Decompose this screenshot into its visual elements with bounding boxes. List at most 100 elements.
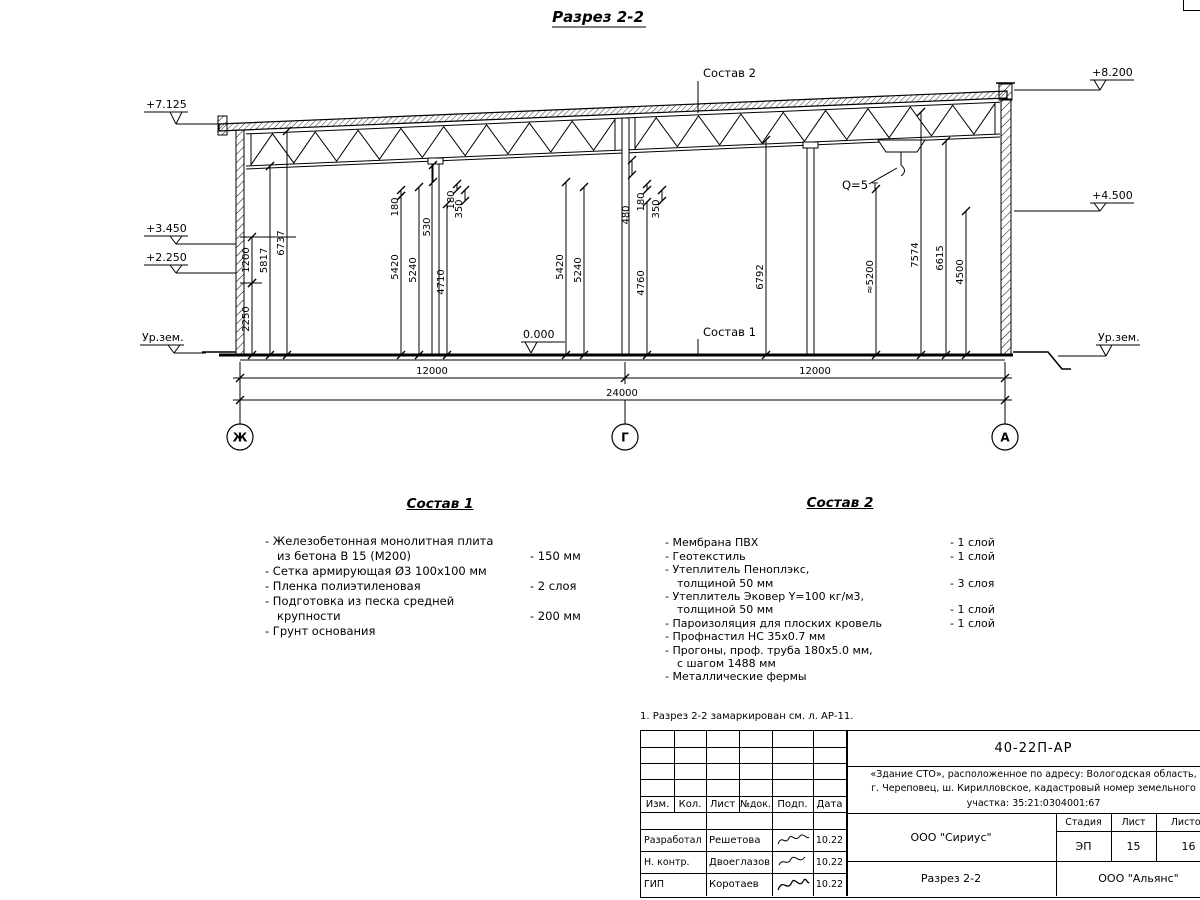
- signature: [772, 851, 813, 873]
- elevation-arrow: [1099, 344, 1107, 357]
- elevation-arrow: [1099, 79, 1107, 91]
- composition-1: Состав 1 - Железобетонная монолитная пли…: [265, 497, 615, 639]
- spec-item-value: - 1 слой: [950, 603, 995, 617]
- column-center: [621, 117, 630, 356]
- tb-date: 10.22: [815, 856, 844, 868]
- spec-item: - Геотекстиль- 1 слой: [665, 550, 1015, 563]
- column: [431, 157, 440, 356]
- tb-stage-value: ЭП: [1075, 839, 1092, 853]
- column-head: [802, 141, 819, 149]
- tb-address-line: участка: 35:21:0304001:67: [966, 797, 1101, 809]
- dim-tick: [265, 350, 275, 360]
- truss-web: [250, 119, 616, 166]
- elevation-arrow: [175, 235, 183, 245]
- title-block: Изм. Кол. Лист №док. Подп. Дата Разработ…: [640, 730, 1200, 898]
- tb-project-address: «Здание СТО», расположенное по адресу: В…: [846, 766, 1200, 813]
- dim-text: 12000: [799, 366, 831, 377]
- tb-name: Решетова: [709, 834, 761, 846]
- dim-tick: [579, 350, 589, 360]
- spec-item-value: - 1 слой: [950, 536, 995, 550]
- dim-tick: [579, 182, 589, 192]
- crane-capacity-label: Q=5 т: [842, 178, 879, 192]
- elevation-arrow: [173, 344, 181, 354]
- tb-sheet-value: 15: [1126, 839, 1141, 853]
- axis-label: Ж: [233, 431, 248, 445]
- dim-tick: [916, 350, 926, 360]
- spec-item-text: - Прогоны, проф. труба 180х5.0 мм, с шаг…: [665, 643, 873, 671]
- dim-text: 5420: [390, 254, 401, 279]
- tb-address-line: «Здание СТО», расположенное по адресу: В…: [870, 769, 1197, 781]
- dim-text: 530: [422, 217, 433, 236]
- spec-item-text: - Подготовка из песка средней крупности: [265, 594, 455, 623]
- dim-text: 24000: [606, 388, 638, 399]
- spec-item-value: - 1 слой: [950, 616, 995, 630]
- dim-tick: [235, 373, 245, 383]
- elevation-marks: +7.125+3.450+2.250Ур.зем.0.000+8.200+4.5…: [140, 66, 1140, 357]
- spec-item-text: - Железобетонная монолитная плита из бет…: [265, 534, 494, 563]
- dim-text: 5240: [573, 257, 584, 282]
- spec-item: - Пленка полиэтиленовая - 2 слоя: [265, 579, 615, 594]
- dim-tick: [620, 373, 630, 383]
- elevation-arrow: [1093, 79, 1101, 91]
- spec-item-value: - 200 мм: [530, 609, 581, 623]
- spec-item-text: - Утеплитель Пеноплэкс, толщиной 50 мм: [665, 563, 810, 590]
- tb-header-izm: Изм.: [645, 798, 670, 810]
- spec-item: - Пароизоляция для плоских кровель - 1 сл…: [665, 617, 1015, 630]
- dim-tick: [442, 199, 452, 209]
- roof-left-cap: [217, 115, 228, 136]
- spec-item: - Мембрана ПВХ- 1 слой: [665, 536, 1015, 549]
- dim-tick: [428, 160, 438, 170]
- elevation-arrow: [169, 235, 177, 245]
- dim-text: 180: [390, 197, 401, 216]
- dim-tick: [414, 182, 424, 192]
- dim-tick: [657, 196, 667, 206]
- dim-tick: [442, 350, 452, 360]
- dim-tick: [642, 350, 652, 360]
- spec-item-value: - 3 слоя: [950, 576, 995, 590]
- sostav1-ref-label: Состав 1: [703, 325, 756, 339]
- dim-text: 180: [636, 192, 647, 211]
- elevation-arrow: [524, 341, 532, 354]
- frame-corner: [1183, 0, 1200, 11]
- spec-item-text: - Пленка полиэтиленовая: [265, 579, 421, 593]
- column-head: [427, 157, 444, 165]
- spec-item-text: - Профнастил НС 35х0.7 мм: [665, 630, 826, 644]
- drawing-title: Разрез 2-2: [552, 8, 644, 26]
- elevation-value: +4.500: [1092, 189, 1133, 202]
- dim-text: 1200: [241, 247, 252, 272]
- elevation-arrow: [169, 264, 177, 274]
- dim-tick: [452, 185, 462, 195]
- dim-tick: [396, 185, 406, 195]
- signature: [772, 873, 813, 896]
- spec-item-text: - Геотекстиль: [665, 549, 746, 563]
- spec-item: - Подготовка из песка средней крупности -…: [265, 594, 615, 624]
- wall-right: [1000, 98, 1012, 356]
- spec-item: - Металлические фермы: [665, 670, 1015, 683]
- dim-tick: [247, 278, 257, 288]
- dim-tick: [460, 185, 470, 195]
- spec-item-text: - Грунт основания: [265, 624, 376, 638]
- tb-header-ndok: №док.: [739, 798, 772, 810]
- crane-hook: [900, 164, 905, 177]
- elevation-value: 0.000: [523, 328, 555, 341]
- dim-tick: [941, 136, 951, 146]
- dim-text: 5420: [555, 254, 566, 279]
- dim-tick: [627, 170, 637, 180]
- section-drawing: Разрез 2-2 Q=5 т: [140, 8, 1140, 451]
- dim-tick: [1000, 373, 1010, 383]
- dim-tick: [460, 196, 470, 206]
- dim-tick: [452, 179, 462, 189]
- dim-tick: [871, 350, 881, 360]
- spec-item-text: - Металлические фермы: [665, 670, 807, 684]
- spec-item-value: - 2 слоя: [530, 579, 577, 593]
- dim-tick: [761, 135, 771, 145]
- dim-text: 4760: [636, 270, 647, 295]
- tb-sheet-label: Лист: [1121, 816, 1146, 828]
- spec-item: - Грунт основания: [265, 624, 615, 639]
- ground-right: [1013, 351, 1071, 370]
- spec-item-text: - Пароизоляция для плоских кровель: [665, 616, 882, 630]
